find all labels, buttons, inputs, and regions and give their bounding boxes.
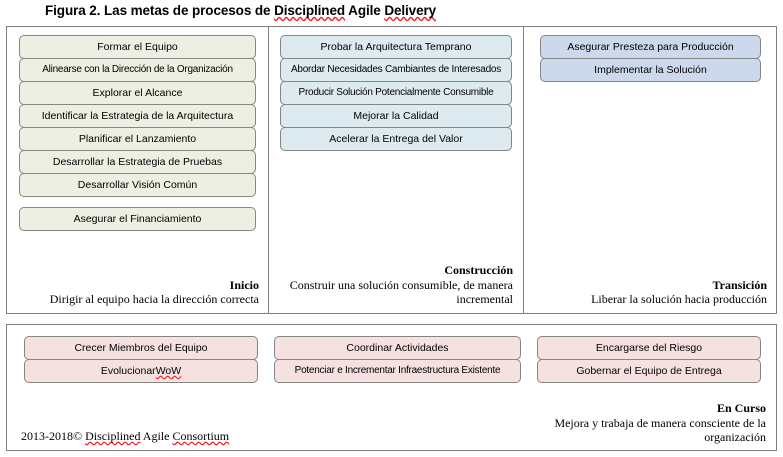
goal-box[interactable]: Coordinar Actividades [274,336,521,360]
goal-box[interactable]: Mejorar la Calidad [280,104,512,128]
ongoing-goal-group-2: Coordinar Actividades Potenciar e Increm… [274,336,521,383]
phase-name: Inicio [229,277,259,292]
phase-description: Liberar la solución hacia producción [591,292,767,307]
ongoing-description: Mejora y trabaja de manera consciente de… [554,415,766,445]
phase-caption-construccion: Construcción Construir una solución cons… [277,263,513,307]
phase-caption-inicio: Inicio Dirigir al equipo hacia la direcc… [50,278,259,307]
goal-box[interactable]: Abordar Necesidades Cambiantes de Intere… [280,58,512,82]
goal-box[interactable]: Formar el Equipo [19,35,256,59]
ongoing-panel: Crecer Miembros del Equipo Evolucionar W… [6,324,777,451]
ongoing-goal-group-3: Encargarse del Riesgo Gobernar el Equipo… [537,336,761,383]
page-title-term-disciplined: Disciplined [274,3,346,18]
goal-box[interactable]: Implementar la Solución [540,58,761,82]
goal-box[interactable]: Potenciar e Incrementar Infraestructura … [274,359,521,383]
phase-caption-transicion: Transición Liberar la solución hacia pro… [591,278,767,307]
page-title-term-delivery: Delivery [384,3,437,18]
page-title: Figura 2. Las metas de procesos de Disci… [45,3,436,18]
ongoing-caption: En Curso Mejora y trabaja de manera cons… [530,401,766,445]
goal-box[interactable]: Evolucionar WoW [24,359,258,383]
phase-name: Construcción [444,263,513,278]
copyright-term-disciplined: Disciplined [85,429,141,443]
copyright-term-consortium: Consortium [172,429,230,443]
goal-label-prefix: Evolucionar [100,364,156,377]
goal-stack-construccion: Probar la Arquitectura Temprano Abordar … [269,35,523,151]
ongoing-goal-group-1: Crecer Miembros del Equipo Evolucionar W… [24,336,258,383]
goal-box[interactable]: Identificar la Estrategia de la Arquitec… [19,104,256,128]
column-divider-1 [268,27,269,313]
goal-stack-inicio: Formar el Equipo Alinearse con la Direcc… [7,35,268,231]
copyright-mid: Agile [140,429,173,443]
goal-box[interactable]: Acelerar la Entrega del Valor [280,127,512,151]
goal-box[interactable]: Encargarse del Riesgo [537,336,761,360]
copyright-prefix: 2013-2018© [21,429,86,443]
column-divider-2 [523,27,524,313]
goal-box[interactable]: Asegurar el Financiamiento [19,207,256,231]
goal-stack-transicion: Asegurar Presteza para Producción Implem… [524,35,777,82]
goal-box[interactable]: Explorar el Alcance [19,81,256,105]
phase-name: Transición [712,277,767,292]
goal-label-term-wow: WoW [155,364,182,377]
goal-box[interactable]: Gobernar el Equipo de Entrega [537,359,761,383]
page-title-mid: Agile [345,3,385,18]
goal-box[interactable]: Asegurar Presteza para Producción [540,35,761,59]
goal-box[interactable]: Desarrollar Visión Común [19,173,256,197]
phase-description: Construir una solución consumible, de ma… [289,277,513,307]
page-title-prefix: Figura 2. Las metas de procesos de [45,3,275,18]
goal-box[interactable]: Producir Solución Potencialmente Consumi… [280,81,512,105]
goal-box[interactable]: Crecer Miembros del Equipo [24,336,258,360]
phase-column-inicio: Formar el Equipo Alinearse con la Direcc… [7,27,268,313]
phase-description: Dirigir al equipo hacia la dirección cor… [49,292,259,307]
goal-box[interactable]: Probar la Arquitectura Temprano [280,35,512,59]
phase-column-transicion: Asegurar Presteza para Producción Implem… [524,27,777,313]
phases-panel: Formar el Equipo Alinearse con la Direcc… [6,26,777,314]
goal-box[interactable]: Alinearse con la Dirección de la Organiz… [19,58,256,82]
ongoing-name: En Curso [716,401,766,416]
goal-box[interactable]: Desarrollar la Estrategia de Pruebas [19,150,256,174]
phase-column-construccion: Probar la Arquitectura Temprano Abordar … [269,27,523,313]
copyright-notice: 2013-2018© Disciplined Agile Consortium [21,429,229,444]
goal-box[interactable]: Planificar el Lanzamiento [19,127,256,151]
